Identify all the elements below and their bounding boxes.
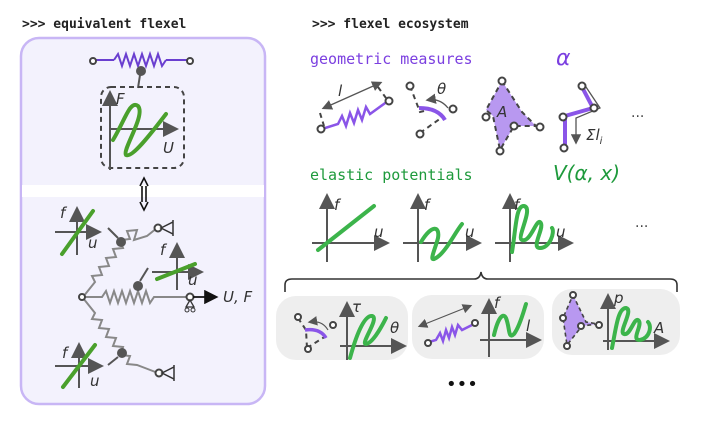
svg-text:Σli: Σli <box>586 126 603 147</box>
double-arrow-icon <box>139 176 149 212</box>
svg-text:f: f <box>514 196 522 214</box>
svg-text:f: f <box>494 294 502 312</box>
left-title: >>> equivalent flexel <box>22 17 186 32</box>
svg-text:θ: θ <box>390 319 399 337</box>
svg-text:u: u <box>188 271 198 289</box>
svg-text:u: u <box>88 234 98 252</box>
svg-text:l: l <box>526 317 531 335</box>
alpha-symbol: α <box>556 46 571 71</box>
ground-icon <box>159 220 174 236</box>
snapping-potential-plot: f u <box>403 193 482 262</box>
svg-text:τ: τ <box>352 298 362 316</box>
spring-plot-1: f u <box>55 204 102 256</box>
svg-text:A: A <box>496 103 507 121</box>
svg-text:F: F <box>116 90 125 108</box>
spring-plot-2: f u <box>152 241 204 290</box>
purple-spring-icon <box>89 50 194 89</box>
svg-text:U: U <box>163 139 174 157</box>
svg-text:f: f <box>60 204 68 222</box>
big-force-plot: F U <box>102 90 179 170</box>
combo-angle: τ θ <box>276 296 408 360</box>
spring-network: U, F f u f u f <box>55 204 253 390</box>
length-measure-icon: l <box>316 81 394 134</box>
linear-potential-plot: f u <box>312 193 390 262</box>
svg-text:u: u <box>465 223 475 241</box>
svg-text:f: f <box>334 196 342 214</box>
area-measure-icon: A <box>481 76 545 156</box>
svg-text:f: f <box>160 241 168 259</box>
roller-icon <box>184 298 196 308</box>
curly-brace <box>284 271 678 292</box>
output-label: U, F <box>223 288 253 306</box>
svg-text:u: u <box>90 372 100 390</box>
potential-symbol: V(α, x) <box>553 161 620 185</box>
elastic-more: ... <box>635 215 648 231</box>
svg-text:θ: θ <box>437 80 446 98</box>
svg-text:A: A <box>653 319 664 337</box>
sum-length-measure-icon: Σli <box>558 81 603 153</box>
svg-text:u: u <box>374 223 384 241</box>
elastic-potentials-label: elastic potentials <box>310 166 473 184</box>
dashed-box <box>100 86 185 169</box>
geometric-more: ... <box>631 105 644 121</box>
angle-measure-icon: θ <box>405 80 458 139</box>
svg-text:p: p <box>613 289 624 307</box>
ground-icon <box>160 365 175 381</box>
combo-area: p A <box>552 289 680 355</box>
equivalent-flexel-panel: F U U, F <box>19 36 267 406</box>
spring-plot-3: f u <box>55 342 104 390</box>
svg-text:l: l <box>338 82 343 100</box>
svg-text:u: u <box>556 223 566 241</box>
geometric-measures-label: geometric measures <box>310 50 473 68</box>
svg-text:f: f <box>62 344 70 362</box>
ecosystem-more: ••• <box>446 374 478 395</box>
combo-length: f l <box>412 294 544 359</box>
right-title: >>> flexel ecosystem <box>312 17 469 32</box>
looping-potential-plot: f u <box>495 193 574 262</box>
svg-text:f: f <box>424 196 432 214</box>
